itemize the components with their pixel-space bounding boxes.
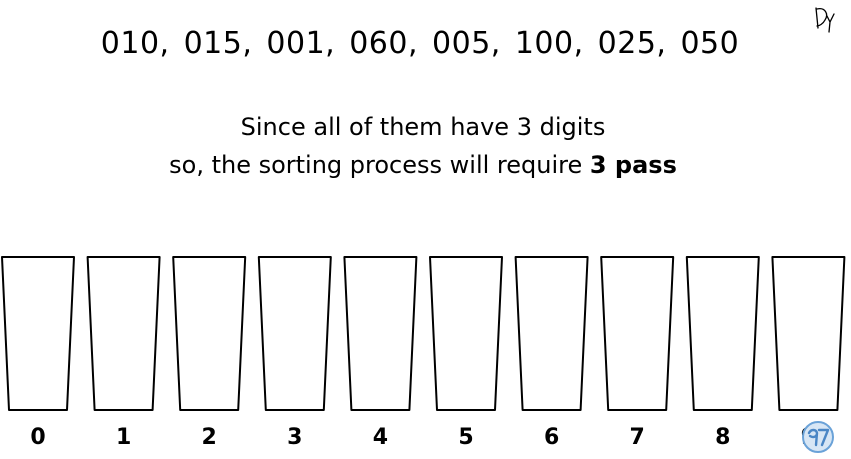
numbers-to-sort: 010,015,001,060,005,100,025,050: [0, 26, 840, 61]
pass-count: 3 pass: [589, 151, 677, 179]
number-separator: ,: [159, 26, 170, 61]
bucket-label-2: 2: [201, 425, 217, 450]
bucket-7: [600, 256, 675, 411]
bucket-label-6: 6: [543, 425, 560, 450]
number-separator: ,: [656, 26, 667, 61]
number-separator: ,: [573, 26, 584, 61]
bucket-label-3: 3: [287, 425, 303, 450]
number-item: 015: [183, 26, 243, 61]
number-separator: ,: [325, 26, 336, 61]
number-item: 001: [266, 26, 326, 61]
number-item: 010: [100, 26, 160, 61]
bucket-4: [343, 256, 418, 411]
number-item: 060: [349, 26, 408, 61]
bucket-label-0: 0: [30, 425, 46, 450]
watermark-logo-icon: [802, 421, 834, 453]
number-item: 025: [597, 26, 657, 61]
signature-icon: [815, 7, 835, 33]
bucket-label-7: 7: [629, 425, 645, 450]
bucket-3: [257, 256, 332, 411]
bucket-9: [771, 256, 846, 411]
bucket-label-8: 8: [715, 425, 731, 450]
bucket-2: [172, 256, 247, 411]
number-separator: ,: [407, 26, 419, 61]
number-item: 100: [514, 26, 574, 61]
bucket-label-5: 5: [458, 425, 474, 450]
bucket-label-1: 1: [115, 425, 132, 450]
number-item: 005: [432, 26, 491, 61]
number-item: 050: [680, 26, 740, 61]
bucket-1: [86, 256, 161, 411]
caption-line-2-text: so, the sorting process will require: [169, 151, 590, 179]
buckets-diagram: [1, 256, 846, 411]
bucket-label-4: 4: [372, 425, 389, 450]
number-separator: ,: [490, 26, 501, 61]
number-separator: ,: [242, 26, 253, 61]
caption-line-2: so, the sorting process will require 3 p…: [0, 151, 846, 179]
bucket-6: [514, 256, 589, 411]
caption-line-1: Since all of them have 3 digits: [240, 113, 606, 141]
bucket-0: [1, 256, 75, 411]
bucket-8: [685, 256, 760, 411]
bucket-5: [429, 256, 503, 411]
